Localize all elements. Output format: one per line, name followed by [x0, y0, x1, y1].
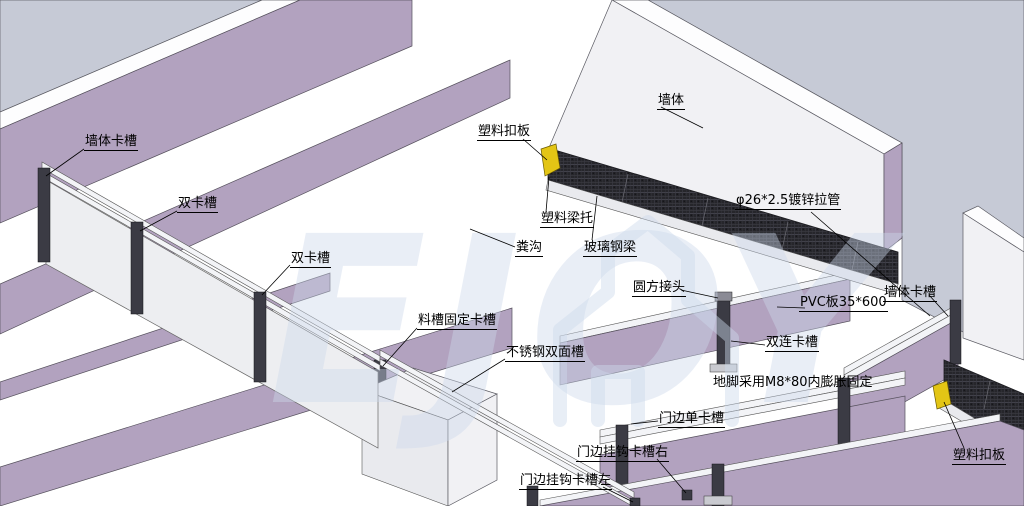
label-wall-body: 墙体 — [657, 93, 686, 110]
leader-wall-body — [660, 106, 704, 129]
label-door-single-clip-slot: 门边单卡槽 — [658, 411, 726, 428]
wall-clip-post-left — [37, 167, 51, 263]
leader-stainless-trough — [451, 358, 506, 393]
leader-pvc-board — [776, 306, 806, 309]
label-double-clip-slot-2: 双卡槽 — [290, 251, 332, 268]
label-plastic-beam-support: 塑料梁托 — [540, 211, 595, 228]
left-wall-face — [0, 0, 413, 224]
label-door-hook-clip-left: 门边挂钩卡槽左 — [519, 473, 613, 490]
plastic-clip-bottom — [932, 380, 952, 410]
label-galvanized-pipe: φ26*2.5镀锌拉管 — [735, 193, 842, 210]
back-row-pvc-panel — [559, 278, 851, 386]
label-wall-clip-slot-right: 墙体卡槽 — [883, 285, 938, 302]
label-trough-fixing-clip: 料槽固定卡槽 — [417, 313, 498, 330]
grate-seam — [983, 380, 991, 410]
leader-plastic-panel-top — [522, 138, 548, 161]
watermark: EJOY — [268, 187, 905, 457]
round-square-joint-cap — [714, 291, 733, 302]
front-row-pvc-panel — [539, 420, 1024, 506]
label-wall-clip-slot-left: 墙体卡槽 — [84, 134, 139, 151]
post-anchor-base — [703, 495, 733, 506]
label-double-conn-clip-slot: 双连卡槽 — [765, 335, 820, 352]
label-double-clip-slot-1: 双卡槽 — [177, 196, 219, 213]
double-clip-post-1 — [130, 221, 144, 315]
label-frp-beam: 玻璃钢梁 — [583, 240, 638, 257]
label-anchor-note: 地脚采用M8*80内膨胀固定 — [713, 375, 873, 390]
double-clip-post-2 — [253, 291, 267, 383]
leader-pipe — [810, 211, 931, 317]
leader-joint — [680, 289, 719, 299]
main-wall-end-face — [883, 142, 903, 253]
wall-clip-post-right — [949, 299, 962, 365]
leader-double-conn — [730, 340, 766, 346]
plastic-clip-top — [540, 143, 561, 177]
grate-seam — [701, 197, 709, 227]
leader-trough-clip — [382, 327, 418, 367]
leader-double-clip-2 — [261, 264, 291, 296]
leader-plastic-panel-bottom — [943, 401, 965, 449]
label-manure-ditch: 粪沟 — [515, 240, 544, 257]
gate-post — [526, 485, 539, 506]
grate-seam — [621, 173, 629, 203]
watermark-text: EJOY — [268, 187, 905, 457]
leader-wall-clip-right — [928, 294, 949, 317]
leader-frp-beam — [591, 195, 598, 241]
label-pvc-board: PVC板35*600 — [799, 295, 888, 312]
leader-double-clip-1 — [139, 210, 178, 232]
gate-pipe-lower — [379, 358, 635, 506]
label-plastic-panel-top: 塑料扣板 — [477, 124, 532, 141]
label-round-square-joint: 圆方接头 — [632, 280, 687, 297]
leader-beam-support — [545, 176, 550, 213]
front-row-post — [711, 463, 725, 506]
leader-manure-ditch — [469, 228, 516, 248]
leader-hook-right — [656, 458, 687, 494]
post-anchor-base — [709, 363, 738, 373]
house-logo-icon — [553, 215, 739, 427]
frp-beam-rail — [545, 179, 899, 295]
feed-trough-left-face — [361, 389, 449, 506]
leader-wall-clip-left — [45, 148, 85, 177]
grate-seam — [781, 221, 789, 251]
door-hook-clip-right-part — [681, 489, 693, 501]
right-wall-face — [962, 212, 1024, 361]
label-plastic-panel-bottom: 塑料扣板 — [952, 448, 1007, 465]
grate-seam — [851, 241, 859, 271]
door-hook-clip-left-part — [629, 497, 641, 506]
leader-door-single — [630, 420, 659, 425]
leader-lines — [45, 106, 965, 503]
label-stainless-trough: 不锈钢双面槽 — [505, 345, 586, 362]
label-door-hook-clip-right: 门边挂钩卡槽右 — [576, 445, 670, 462]
